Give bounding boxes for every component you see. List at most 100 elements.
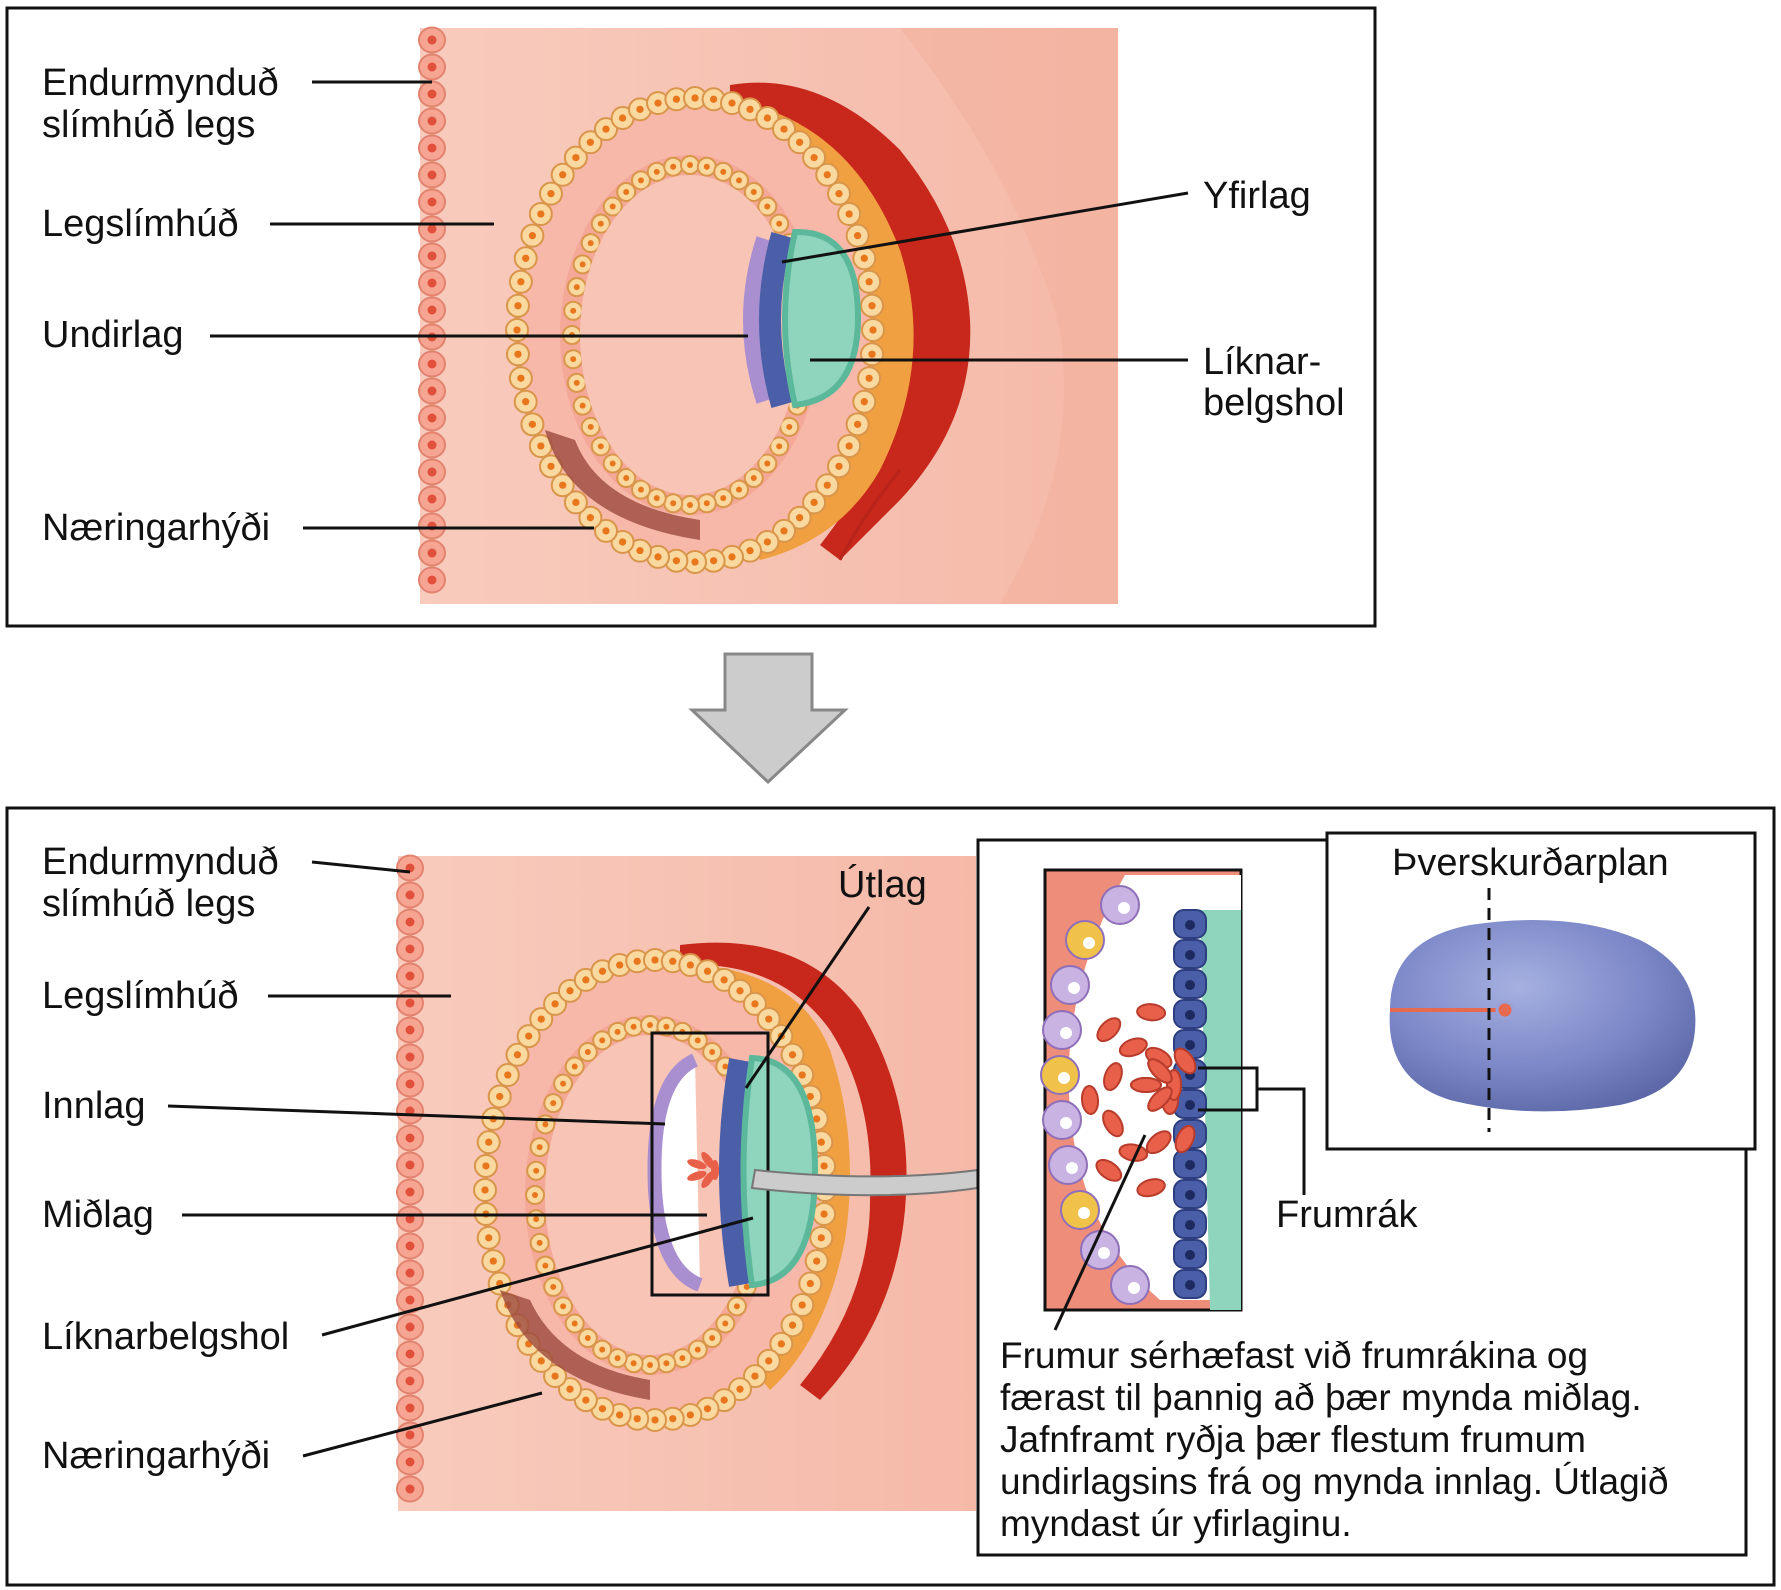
cell-nucleus [623,189,630,195]
cell-nucleus [663,1023,670,1030]
cell-nucleus [1185,1250,1195,1260]
cell-nucleus [522,254,530,262]
cell-nucleus [776,443,783,450]
cell-nucleus [776,220,783,227]
cell-nucleus [427,170,437,180]
cell-nucleus [736,1385,744,1393]
cell-nucleus [709,1335,716,1341]
cell-nucleus [533,1167,540,1174]
cell-nucleus [514,350,522,358]
primitive-streak-cell [1147,1058,1173,1084]
top-syncytiotrophoblast [730,100,914,560]
cell-nucleus [687,502,693,508]
cell-nucleus [609,460,616,467]
cell-nucleus [736,486,742,493]
cell-nucleus [651,1416,659,1424]
cell-nucleus [823,171,831,179]
cell-nucleus [1098,1247,1110,1259]
cell-nucleus [405,1079,415,1089]
cell-nucleus [763,114,772,122]
cell-nucleus [405,1376,415,1386]
cell-nucleus [694,1346,701,1353]
cell-nucleus [582,1396,590,1404]
cell-nucleus [513,326,521,334]
cell-nucleus [845,210,853,218]
leader-description [1053,1134,1147,1331]
top-label-hypoblast: Undirlag [42,314,184,356]
label-primitive-streak: Frumrák [1276,1194,1418,1236]
top-label-amniotic-cavity-1: Líknar- [1203,341,1321,383]
cell-nucleus [550,1283,557,1290]
bottom-label-endoderm: Innlag [42,1085,146,1127]
cell-nucleus [405,944,415,954]
cell-nucleus [750,189,757,195]
cell-nucleus [1185,980,1195,990]
cell-nucleus [537,442,545,450]
cell-nucleus [813,1257,821,1265]
cell-nucleus [853,232,862,240]
cell-nucleus [504,1071,512,1079]
cell-nucleus [533,1216,540,1223]
cell-nucleus [597,443,604,450]
top-label-regenerated-endometrium-2: slímhúð legs [42,104,255,146]
cell-nucleus [860,398,868,406]
cell-nucleus [795,514,804,522]
cell-nucleus [686,961,694,969]
cell-nucleus [582,976,590,984]
top-leader-epiblast [781,191,1189,264]
cell-nucleus [764,460,771,467]
description-line-4: undirlagsins frá og mynda innlag. Útlagi… [1000,1461,1668,1502]
cell-nucleus [786,423,793,430]
top-label-amniotic-cavity-2: belgshol [1203,382,1345,424]
cell-nucleus [653,168,660,175]
cell-nucleus [868,302,876,310]
cell-nucleus [536,1144,543,1151]
cell-nucleus [584,1049,591,1055]
cell-nucleus [777,1340,785,1348]
cell-nucleus [1083,937,1095,949]
cell-nucleus [798,1071,806,1079]
cell-nucleus [672,557,681,565]
cell-nucleus [720,976,728,984]
cell-nucleus [679,1355,686,1362]
cell-nucleus [405,971,415,981]
cell-nucleus [810,153,818,162]
cell-nucleus [572,498,580,507]
mesoderm-cell [1103,1062,1123,1092]
cell-nucleus [1128,1282,1140,1294]
cell-nucleus [517,374,525,382]
cell-nucleus [672,95,681,103]
cell-nucleus [865,374,873,382]
cell-nucleus [528,420,537,428]
cell-nucleus [788,1321,797,1329]
cell-nucleus [579,402,586,409]
cell-nucleus [806,1092,814,1101]
cell-nucleus [496,1092,504,1101]
cell-nucleus [633,957,641,965]
cell-nucleus [1060,1117,1072,1129]
top-label-epiblast: Yfirlag [1203,175,1311,217]
cell-nucleus [647,1022,653,1028]
cell-nucleus [703,163,710,170]
cell-nucleus [795,138,804,146]
cell-nucleus [405,1241,415,1251]
cell-nucleus [566,1385,574,1393]
description-line-2: færast til þannig að þær mynda miðlag. [1000,1377,1642,1418]
top-trophoblast-outer-ring [505,86,885,574]
cell-nucleus [551,1000,559,1008]
mesoderm-cell [1096,1017,1122,1043]
cell-nucleus [489,1257,497,1265]
cell-nucleus [691,94,699,102]
cell-nucleus [405,1187,415,1197]
cell-nucleus [405,917,415,927]
bottom-label-regenerated-endometrium-2: slímhúð legs [42,883,255,925]
cell-nucleus [598,967,607,975]
cell-nucleus [550,1100,557,1107]
cell-nucleus [405,1457,415,1467]
cell-nucleus [1185,1010,1195,1020]
cell-nucleus [602,527,610,535]
description-line-1: Frumur sérhæfast við frumrákina og [1000,1335,1588,1376]
mesoderm-cell [687,1159,707,1170]
cell-nucleus [686,1411,694,1419]
cell-nucleus [599,1346,606,1353]
